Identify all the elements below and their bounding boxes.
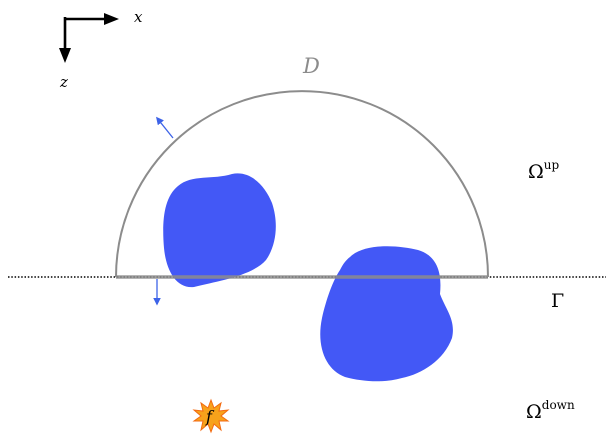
z-axis-label: z xyxy=(59,73,68,91)
interface-label: Γ xyxy=(551,290,564,312)
omega-symbol: Ω xyxy=(528,161,544,183)
source-burst-icon xyxy=(192,398,230,434)
omega-symbol-lower: Ω xyxy=(526,401,542,423)
domain-boundary-arc xyxy=(115,90,489,278)
upper-half-space-label: Ωup xyxy=(528,158,559,183)
arc-normal-arrow xyxy=(156,116,174,139)
upper-superscript: up xyxy=(544,158,560,172)
domain-label: D xyxy=(302,54,320,78)
point-source: f xyxy=(192,398,230,434)
z-axis-arrowhead xyxy=(59,48,71,63)
x-axis-arrowhead xyxy=(104,13,119,25)
source-label: f xyxy=(205,407,215,426)
coordinate-axes: x z xyxy=(59,8,143,91)
lower-superscript: down xyxy=(542,398,575,412)
upper-scatterer xyxy=(163,173,276,288)
lower-scatterer xyxy=(320,246,453,382)
lower-half-space-label: Ωdown xyxy=(526,398,575,423)
x-axis-label: x xyxy=(134,8,143,26)
